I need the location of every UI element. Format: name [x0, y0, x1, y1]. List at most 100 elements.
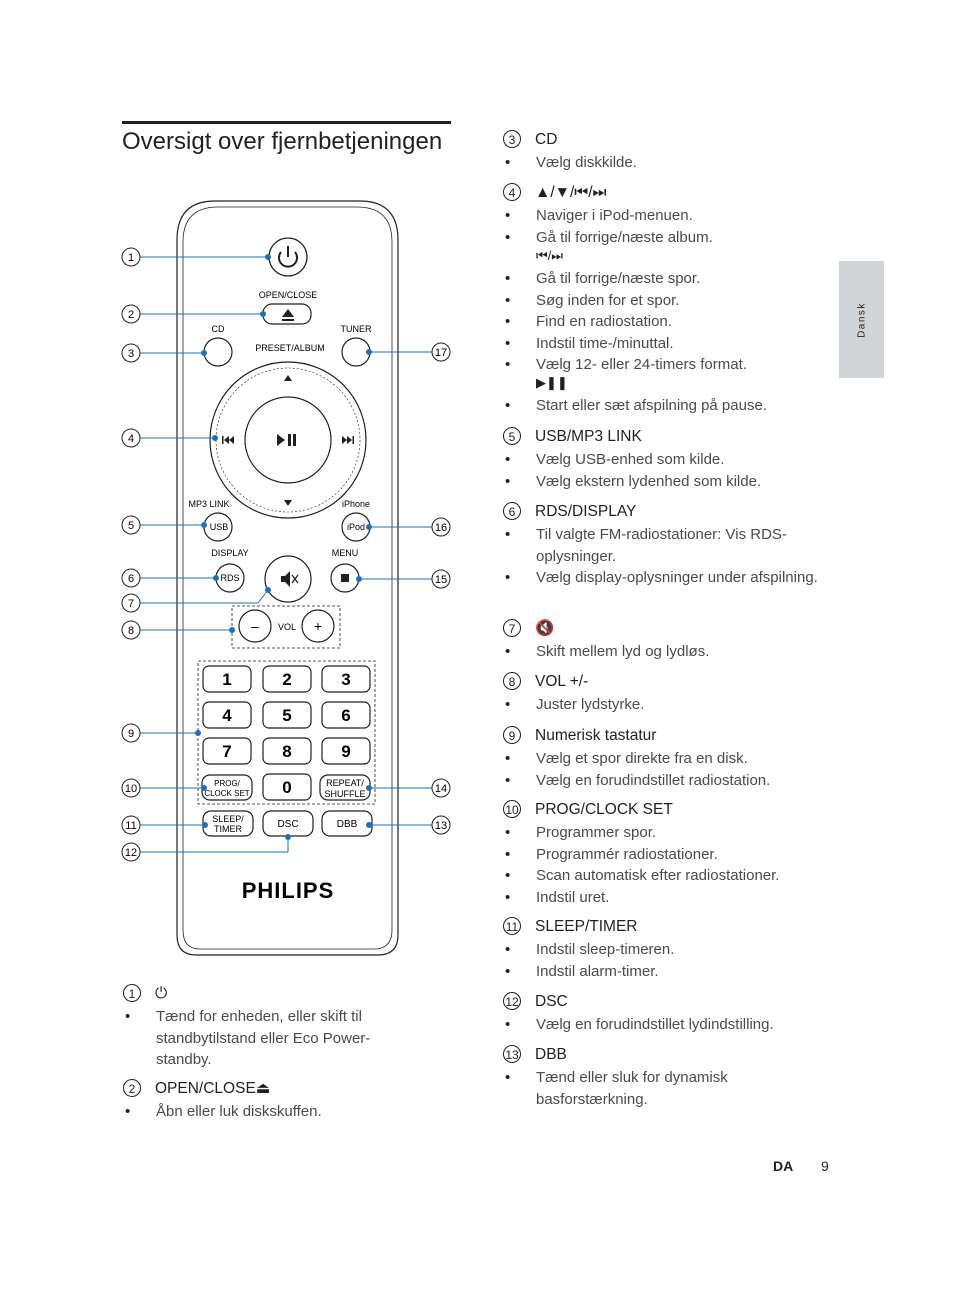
callout-circle [431, 517, 451, 537]
language-tab: Dansk [839, 261, 884, 378]
eject-icon [282, 309, 294, 321]
callout-number: 14 [435, 783, 447, 795]
section-title: ▲/▼/⏮/⏭ [535, 184, 607, 201]
key-7-button [202, 737, 252, 765]
section-number: 13 [503, 1045, 521, 1063]
section-number: 11 [503, 917, 521, 935]
bullet-list: Start eller sæt afspilning på pause. [503, 395, 833, 417]
volume-up-button [301, 609, 335, 643]
callout-number: 7 [128, 598, 134, 610]
bullet-item: Programmér radiostationer. [503, 844, 833, 866]
previous-icon [222, 436, 234, 444]
callout-number: 9 [128, 728, 134, 740]
callout-circle [121, 842, 141, 862]
bullet-list: Vælg USB-enhed som kilde.Vælg ekstern ly… [503, 449, 833, 492]
bullet-item: Gå til forrige/næste album. [503, 227, 833, 249]
remote-body-inner [182, 206, 393, 950]
sub-heading: ▶❚❚ [536, 375, 568, 391]
repeat-label: REPEAT/ [326, 778, 364, 788]
key-1-label: 1 [222, 670, 231, 689]
bullet-item: Vælg USB-enhed som kilde. [503, 449, 833, 471]
footer-language: DA [773, 1158, 794, 1174]
bullet-item: Vælg en forudindstillet radiostation. [503, 770, 833, 792]
sub-heading: ⏮/⏭ [536, 248, 564, 264]
bullet-item: Programmer spor. [503, 822, 833, 844]
bullet-list: Gå til forrige/næste spor.Søg inden for … [503, 268, 833, 376]
section-title: CD [535, 131, 558, 148]
bullet-list: Skift mellem lyd og lydløs. [503, 641, 833, 663]
callout-number: 15 [435, 574, 447, 586]
dbb-button [321, 810, 373, 837]
callout-circle [121, 778, 141, 798]
section-number: 9 [503, 726, 521, 744]
section-title: OPEN/CLOSE⏏ [155, 1080, 271, 1097]
bullet-item: Vælg en forudindstillet lydindstilling. [503, 1014, 833, 1036]
section-number: 3 [503, 130, 521, 148]
callout-number: 6 [128, 573, 134, 585]
callout-circle [121, 343, 141, 363]
bullet-item: Tænd eller sluk for dynamisk basforstærk… [503, 1067, 833, 1110]
rds-label: RDS [220, 573, 239, 583]
section-title: DBB [535, 1046, 567, 1063]
up-icon [284, 375, 292, 381]
next-icon [342, 436, 354, 444]
power-icon [278, 251, 298, 268]
section-title: DSC [535, 993, 568, 1010]
timer-label: TIMER [214, 824, 242, 834]
key-3-label: 3 [341, 670, 350, 689]
bullet-list: Naviger i iPod-menuen.Gå til forrige/næs… [503, 205, 833, 248]
callout-number: 3 [128, 348, 134, 360]
key-6-button [321, 701, 371, 729]
bullet-item: Indstil sleep-timeren. [503, 939, 833, 961]
section-number: 6 [503, 502, 521, 520]
callout-number: 17 [435, 347, 447, 359]
bullet-item: Start eller sæt afspilning på pause. [503, 395, 833, 417]
key-2-button [262, 665, 312, 693]
volume-down-button [238, 609, 272, 643]
plus-label: + [314, 618, 322, 634]
remote-body-outer [176, 200, 399, 956]
bullet-item: Vælg display-oplysninger under afspilnin… [503, 567, 833, 589]
callout-circle [121, 247, 141, 267]
bullet-item: Søg inden for et spor. [503, 290, 833, 312]
section-title: RDS/DISPLAY [535, 503, 637, 520]
dbb-label: DBB [337, 819, 358, 830]
section-number: 10 [503, 800, 521, 818]
bullet-list: Vælg et spor direkte fra en disk.Vælg en… [503, 748, 833, 791]
callout-number: 4 [128, 433, 134, 445]
bullet-item: Vælg et spor direkte fra en disk. [503, 748, 833, 770]
section-number: 4 [503, 183, 521, 201]
remote-illustration: OPEN/CLOSE CD TUNER PRESET/ALBUM MP3 LIN… [121, 200, 451, 956]
bullet-item: Vælg diskkilde. [503, 152, 833, 174]
bullet-list: Programmer spor.Programmér radiostatione… [503, 822, 833, 908]
section-title: PROG/CLOCK SET [535, 801, 673, 818]
bullet-item: Naviger i iPod-menuen. [503, 205, 833, 227]
callout-number: 1 [128, 252, 134, 264]
callout-circle [431, 569, 451, 589]
callout-circle [121, 304, 141, 324]
section-title: 🔇 [535, 620, 555, 637]
language-tab-label: Dansk [856, 301, 867, 338]
display-label: DISPLAY [211, 548, 248, 558]
down-icon [284, 500, 292, 506]
bullet-item: Juster lydstyrke. [503, 694, 833, 716]
mute-icon [281, 571, 290, 587]
section-title: Numerisk tastatur [535, 727, 657, 744]
mp3-link-label: MP3 LINK [188, 499, 229, 509]
callout-number: 2 [128, 309, 134, 321]
key-5-label: 5 [282, 706, 291, 725]
key-0-label: 0 [282, 778, 291, 797]
bullet-item: Indstil alarm-timer. [503, 961, 833, 983]
prog-label: PROG/ [214, 779, 241, 788]
bullet-list: Tænd for enheden, eller skift til standb… [123, 1006, 423, 1071]
key-3-button [321, 665, 371, 693]
bullet-item: Find en radiostation. [503, 311, 833, 333]
open-close-label: OPEN/CLOSE [259, 290, 318, 300]
bullet-item: Indstil time-/minuttal. [503, 333, 833, 355]
bullet-list: Til valgte FM-radiostationer: Vis RDS-op… [503, 524, 833, 589]
bullet-item: Skift mellem lyd og lydløs. [503, 641, 833, 663]
key-0-button [262, 773, 312, 801]
bullet-item: Vælg 12- eller 24-timers format. [503, 354, 833, 376]
callout-circle [431, 342, 451, 362]
title-rule [122, 121, 451, 124]
